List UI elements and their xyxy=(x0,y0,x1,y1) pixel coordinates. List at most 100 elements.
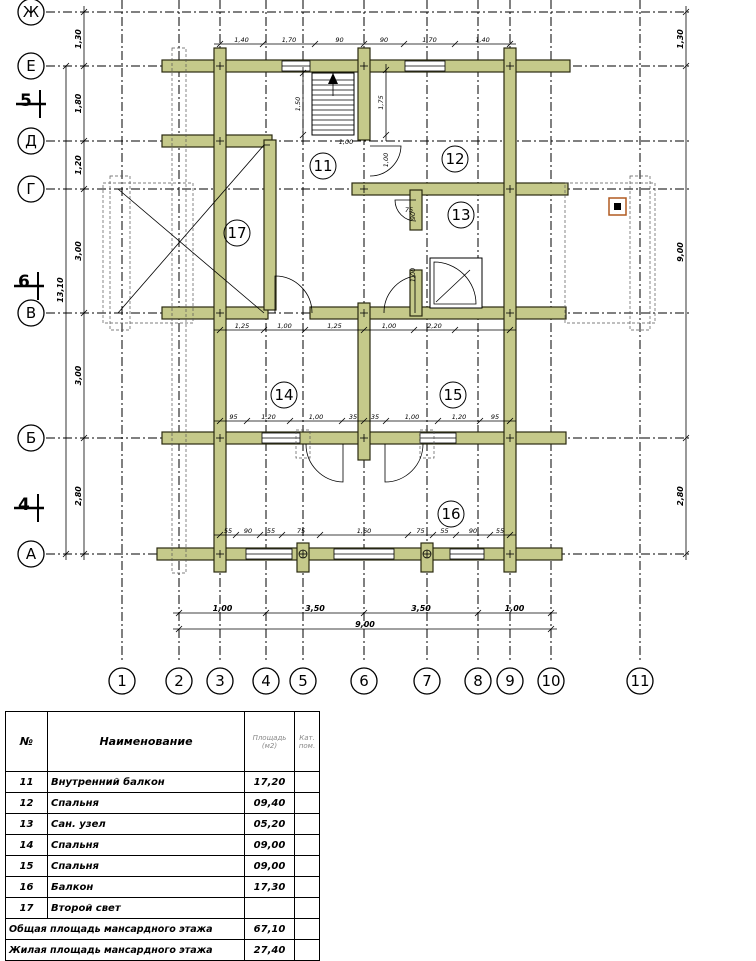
top-dimension-tick xyxy=(506,40,514,48)
row-b-dimension-label: 1,00 xyxy=(277,322,291,330)
lower-floor-outline xyxy=(295,429,311,459)
post-circle xyxy=(298,549,308,559)
row-category xyxy=(294,813,320,835)
total-empty xyxy=(294,918,320,940)
lower-floor-outline xyxy=(629,175,651,331)
lower-floor-outline xyxy=(171,47,187,574)
column-axis-bubble xyxy=(537,667,565,695)
row-num: 14 xyxy=(5,834,48,856)
column-axis-bubble xyxy=(108,667,136,695)
row-bb-dimension-label: 1,20 xyxy=(261,413,275,421)
chimney-core xyxy=(614,203,621,210)
table-row: 12 Спальня 09,40 xyxy=(5,792,320,814)
bottom-dimension-label: 1,00 xyxy=(213,604,233,613)
row-axis-letter: В xyxy=(26,304,36,322)
row-bb-dimension-tick xyxy=(286,417,294,425)
row-b-dimension-tick xyxy=(260,326,268,334)
room-schedule-table: № Наименование Площадь (м2) Кат. пом. 11… xyxy=(5,711,320,961)
row-b-dimension-tick xyxy=(360,326,368,334)
room-number: 16 xyxy=(441,505,460,523)
column-axis-number: 5 xyxy=(298,672,308,690)
row-b-dimension-tick xyxy=(410,326,418,334)
table-row: 15 Спальня 09,00 xyxy=(5,855,320,877)
row-a-dimension-label: 75 xyxy=(297,527,305,535)
left-dimension-tick xyxy=(80,185,88,193)
row-a-dimension-tick xyxy=(506,531,514,539)
section-mark-number: 4 xyxy=(18,495,30,515)
second-light-diagonal xyxy=(117,144,265,314)
row-axis-letter: Д xyxy=(25,132,37,150)
row-area xyxy=(244,897,295,919)
column-axis-bubble xyxy=(252,667,280,695)
left-total-label: 13,10 xyxy=(56,277,65,303)
lower-floor-outline xyxy=(109,175,131,331)
row-num: 11 xyxy=(5,771,48,793)
row-bb-dimension-label: 1,20 xyxy=(452,413,466,421)
row-a-dimension-tick xyxy=(404,531,412,539)
row-category xyxy=(294,792,320,814)
room-number: 14 xyxy=(274,386,293,404)
column-axis-number: 11 xyxy=(630,672,649,690)
door-swing xyxy=(369,145,402,177)
row-area: 05,20 xyxy=(244,813,295,835)
column-axis-bubble xyxy=(464,667,492,695)
row-axis-bubble xyxy=(17,127,45,155)
left-total-tick xyxy=(62,62,70,70)
log-wall-vertical xyxy=(357,47,371,141)
column-axis-bubble xyxy=(206,667,234,695)
column-axis-number: 9 xyxy=(505,672,515,690)
row-area: 09,00 xyxy=(244,834,295,856)
row-b-dimension-tick xyxy=(506,326,514,334)
left-total-tick xyxy=(62,550,70,558)
left-dimension-tick xyxy=(80,137,88,145)
row-b-dimension-label: 1,25 xyxy=(327,322,341,330)
row-axis-bubble xyxy=(17,0,45,26)
table-row: 14 Спальня 09,00 xyxy=(5,834,320,856)
row-name: Спальня xyxy=(47,792,245,814)
log-wall-horizontal xyxy=(309,306,567,320)
room-number-circle xyxy=(439,381,467,409)
total-label: Жилая площадь мансардного этажа xyxy=(5,939,245,961)
row-bb-dimension-tick xyxy=(243,417,251,425)
row-axis-letter: Ж xyxy=(23,3,39,21)
door-swing xyxy=(384,443,424,483)
row-name: Сан. узел xyxy=(47,813,245,835)
room-number-circle xyxy=(270,381,298,409)
column-axis-number: 10 xyxy=(541,672,560,690)
row-axis-letter: А xyxy=(26,545,37,563)
left-dimension-label: 3,00 xyxy=(74,365,83,385)
top-dimension-label: 1,70 xyxy=(282,36,296,44)
row-a-dimension-tick xyxy=(452,531,460,539)
row-bb-dimension-tick xyxy=(476,417,484,425)
row-name: Второй свет xyxy=(47,897,245,919)
right-dimension-label: 2,80 xyxy=(676,486,685,506)
column-axis-bubble xyxy=(289,667,317,695)
shower-diagonal xyxy=(435,269,471,303)
row-num: 12 xyxy=(5,792,48,814)
row-a-dimension-label: 90 xyxy=(469,527,477,535)
bottom-dimension-tick xyxy=(547,609,555,617)
top-dimension-tick xyxy=(400,40,408,48)
stair-dimension-tick xyxy=(382,66,390,74)
row-area: 17,20 xyxy=(244,771,295,793)
top-dimension-label: 90 xyxy=(380,36,388,44)
row-name: Спальня xyxy=(47,855,245,877)
row-name: Спальня xyxy=(47,834,245,856)
column-axis-number: 6 xyxy=(359,672,369,690)
row-axis-letter: Б xyxy=(26,429,36,447)
shower-tray xyxy=(433,261,477,305)
left-dimension-label: 2,80 xyxy=(74,486,83,506)
right-dimension-tick xyxy=(682,550,690,558)
log-wall-horizontal xyxy=(351,182,569,196)
left-dimension-tick xyxy=(80,550,88,558)
row-b-dimension-label: 1,25 xyxy=(235,322,249,330)
left-dimension-tick xyxy=(80,434,88,442)
right-dimension-label: 1,30 xyxy=(676,29,685,49)
column-axis-number: 4 xyxy=(261,672,271,690)
left-dimension-label: 1,30 xyxy=(74,29,83,49)
row-axis-bubble xyxy=(17,52,45,80)
row-bb-dimension-label: 95 xyxy=(491,413,499,421)
row-a-dimension-tick xyxy=(278,531,286,539)
row-num: 16 xyxy=(5,876,48,898)
left-dimension-label: 1,20 xyxy=(74,155,83,175)
